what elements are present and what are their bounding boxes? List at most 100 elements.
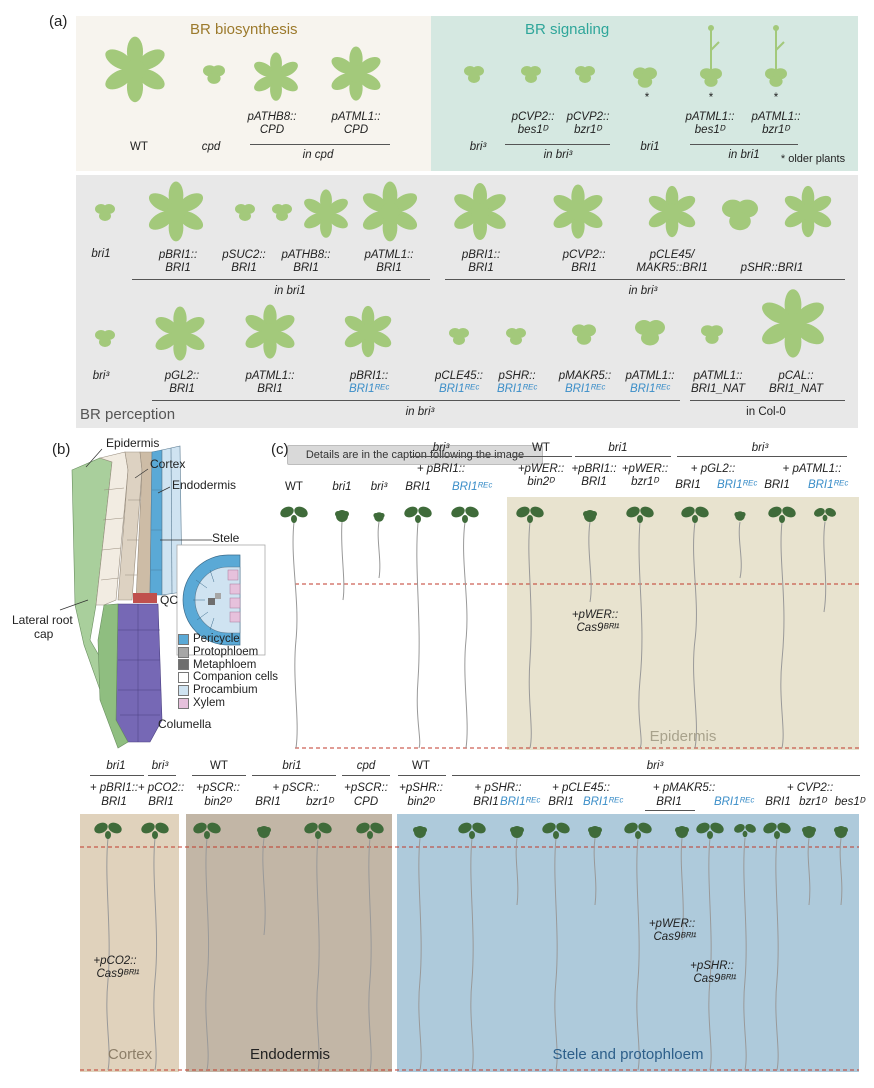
p1-label3b: BRI1 [293, 262, 319, 274]
endodermis-zone-label: Endodermis [249, 1046, 331, 1063]
cb-a6-2: bin2ᴰ [407, 796, 435, 808]
p1-bri1: bri1 [91, 248, 111, 260]
p2-label7a: pATML1:: [625, 370, 675, 382]
c-wt2: WT [532, 442, 550, 454]
p2-label4b: BRI1ᴿᴱᶜ [438, 383, 480, 395]
epidermis-zone-label: Epidermis [649, 728, 717, 745]
label-stele: Stele [212, 531, 240, 545]
p1-label5a: pBRI1:: [461, 249, 501, 261]
cb-a3-1: +pSCR:: [196, 782, 240, 794]
star-1: * [644, 92, 650, 104]
stele-bg [397, 814, 859, 1072]
stele-zone-label: Stele and protophloem [552, 1046, 704, 1063]
p2-bri3: bri³ [92, 370, 110, 382]
label-qc: QC [160, 593, 178, 607]
legend-swatch [178, 646, 189, 658]
group-in-bri1: in bri1 [728, 149, 760, 161]
label-wt: WT [130, 141, 148, 153]
cb-a8b: BRI1ᴿᴱᶜ [582, 796, 624, 808]
c-pwer-bin-2: bin2ᴰ [527, 476, 555, 488]
cb-g3: bri1 [282, 760, 302, 772]
cortex-zone-label: Cortex [107, 1046, 153, 1063]
label-atml-bes-2: bes1ᴰ [694, 124, 726, 136]
cb-a5-2: CPD [353, 796, 379, 808]
biosynthesis-title: BR biosynthesis [190, 21, 298, 38]
p2-label5b: BRI1ᴿᴱᶜ [496, 383, 538, 395]
legend-swatch [178, 697, 189, 709]
group-in-cpd: in cpd [302, 149, 334, 161]
roots-top [292, 521, 827, 749]
c-bri1-rec: BRI1ᴿᴱᶜ [451, 481, 493, 493]
p1-label8: pSHR::BRI1 [740, 262, 804, 274]
legend-label: Companion cells [193, 671, 279, 684]
c-patml: + pATML1:: [782, 463, 842, 475]
p2-label6a: pMAKR5:: [558, 370, 612, 382]
cb-g2: bri³ [151, 760, 169, 772]
cb-a7b: BRI1ᴿᴱᶜ [499, 796, 541, 808]
older-plants-note: * older plants [780, 153, 846, 165]
label-cvp2-bzr-1: pCVP2:: [566, 111, 610, 123]
perception-title: BR perception [80, 406, 176, 423]
root-schematic [59, 445, 266, 749]
c-patml-b: BRI1ᴿᴱᶜ [807, 479, 849, 491]
p1-label6a: pCVP2:: [562, 249, 606, 261]
legend-swatch [178, 659, 189, 671]
label-atml1-2: CPD [343, 124, 369, 136]
label-bri3: bri³ [469, 141, 487, 153]
p2-label6b: BRI1ᴿᴱᶜ [564, 383, 606, 395]
c-cas9-1: +pWER:: [571, 609, 619, 621]
legend-swatch [178, 672, 189, 684]
caption-tooltip: Details are in the caption following the… [287, 445, 543, 465]
legend-item: Protophloem [178, 646, 278, 659]
legend-item: Xylem [178, 697, 278, 710]
cb-a1-2: BRI1 [101, 796, 127, 808]
panel-a-letter: (a) [49, 13, 68, 30]
p2-label8a: pATML1:: [693, 370, 743, 382]
p2-label3a: pBRI1:: [349, 370, 389, 382]
c-pgl2-b: BRI1ᴿᴱᶜ [716, 479, 758, 491]
cb-a5-1: +pSCR:: [344, 782, 388, 794]
c-group-bri1: bri1 [608, 442, 628, 454]
cb-a4b: bzr1ᴰ [306, 796, 334, 808]
cb-g5: bri³ [646, 760, 664, 772]
cb-a9b: BRI1ᴿᴱᶜ [713, 796, 755, 808]
legend-label: Metaphloem [193, 658, 257, 671]
cb-a10a: BRI1 [765, 796, 791, 808]
p2-label9a: pCAL:: [778, 370, 814, 382]
legend-item: Pericycle [178, 633, 278, 646]
cb-wt: WT [210, 760, 228, 772]
p2-label2b: BRI1 [257, 383, 283, 395]
p2-label4a: pCLE45:: [435, 370, 483, 382]
p1-label4a: pATML1:: [364, 249, 414, 261]
label-columella: Columella [158, 717, 212, 731]
p2-label9b: BRI1_NAT [768, 383, 824, 395]
legend-label: Xylem [193, 696, 225, 709]
cb-a2-2: BRI1 [148, 796, 174, 808]
p1-label2a: pSUC2:: [222, 249, 266, 261]
label-lrc-1: Lateral root [12, 613, 73, 627]
cb-a7: + pSHR:: [474, 782, 522, 794]
cb-cas-wer-1: +pWER:: [648, 918, 696, 930]
label-cortex: Cortex [150, 457, 186, 471]
p1-label4b: BRI1 [376, 262, 402, 274]
label-atml1-1: pATML1:: [331, 111, 381, 123]
p1-label1b: BRI1 [165, 262, 191, 274]
cb-cas-shr-2: Cas9ᴮᴿᴵ¹ [693, 973, 737, 985]
p2-group-col0: in Col-0 [746, 406, 786, 418]
c-group-bri3b: bri³ [751, 442, 769, 454]
c-bri3: bri³ [370, 481, 388, 493]
p2-label2a: pATML1:: [245, 370, 295, 382]
cb-a9a: BRI1 [656, 796, 682, 808]
label-epidermis: Epidermis [106, 436, 160, 450]
cb-a10b: bzr1ᴰ [799, 796, 827, 808]
c-plus-pbri1: + pBRI1:: [416, 463, 466, 475]
rosettes-top [101, 36, 787, 103]
cb-a4: + pSCR:: [272, 782, 320, 794]
p1-label7b: MAKR5::BRI1 [636, 262, 708, 274]
label-cpd: cpd [201, 141, 221, 153]
c-pbri1-1: +pBRI1:: [571, 463, 617, 475]
rosettes-perception-1 [95, 181, 834, 242]
p1-label7a: pCLE45/ [649, 249, 695, 261]
p2-label1a: pGL2:: [164, 370, 200, 382]
